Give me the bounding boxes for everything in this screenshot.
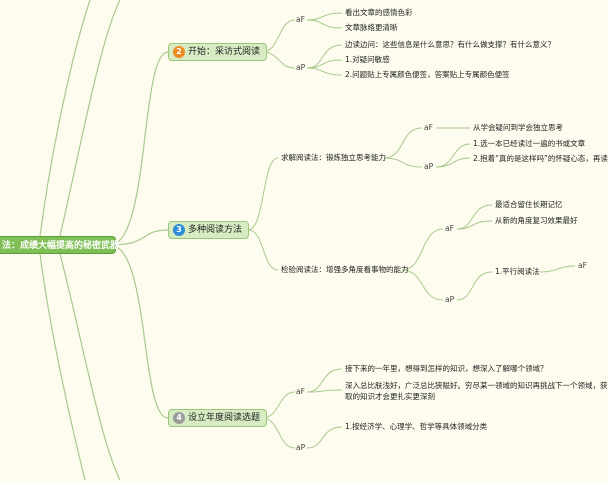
note-text: 最适合留住长期记忆: [495, 200, 563, 209]
note-text: 取的知识才会更扎实更深刻: [345, 392, 435, 401]
tag-ap: aP: [296, 443, 306, 452]
note-text: 深入总比肤浅好，广泛总比狭隘好。穷尽某一领域的知识再挑战下一个领域，获: [345, 381, 608, 390]
tag-af: aF: [424, 123, 433, 132]
note-text: 2.抱着“真的是这样吗”的怀疑心态，再读: [473, 154, 608, 163]
note-text: 2.问题贴上专属颜色便签，答案贴上专属颜色便签: [345, 70, 510, 79]
root-topic[interactable]: 法：成绩大幅提高的秘密武器: [0, 236, 119, 254]
note-text: 1.对疑问敏感: [345, 55, 390, 64]
topic-label: 设立年度阅读选题: [188, 413, 261, 423]
tag-ap: aP: [424, 162, 434, 171]
topic-interview-reading[interactable]: 2 开始：采访式阅读: [168, 43, 268, 61]
number-icon: 3: [173, 224, 185, 236]
tag-ap: aP: [445, 295, 455, 304]
number-icon: 2: [173, 46, 185, 58]
subtopic-solving-reading[interactable]: 求解阅读法：锻炼独立思考能力: [281, 153, 386, 162]
topic-annual-reading[interactable]: 4 设立年度阅读选题: [168, 409, 268, 427]
topic-label: 多种阅读方法: [188, 225, 243, 235]
tag-ap: aP: [296, 63, 306, 72]
tag-af: aF: [296, 387, 305, 396]
topic-label: 开始：采访式阅读: [188, 47, 261, 57]
connector-lines: [39, 0, 576, 481]
note-text: 看出文章的感情色彩: [345, 8, 413, 17]
note-text: 1.按经济学、心理学、哲学等具体领域分类: [345, 422, 488, 431]
number-icon: 4: [173, 412, 185, 424]
note-text: 文章脉络更清晰: [345, 23, 398, 32]
note-text: 接下来的一年里，想得到怎样的知识，想深入了解哪个领域？: [345, 364, 548, 373]
note-text: 从学会疑问到学会独立思考: [473, 123, 563, 132]
topic-reading-methods[interactable]: 3 多种阅读方法: [168, 221, 250, 239]
subtopic-verify-reading[interactable]: 检验阅读法：增强多角度看事物的能力: [281, 265, 409, 274]
note-text: 从新的角度复习效果最好: [495, 216, 578, 225]
note-text: 1.选一本已经读过一遍的书或文章: [473, 139, 586, 148]
note-text: 边读边问：这些信息是什么意思？有什么做支撑？有什么意义？: [345, 40, 555, 49]
tag-af: aF: [445, 224, 454, 233]
tag-af: aF: [296, 15, 305, 24]
tag-af: aF: [578, 261, 587, 270]
note-text: 1.平行阅读法: [495, 267, 540, 276]
